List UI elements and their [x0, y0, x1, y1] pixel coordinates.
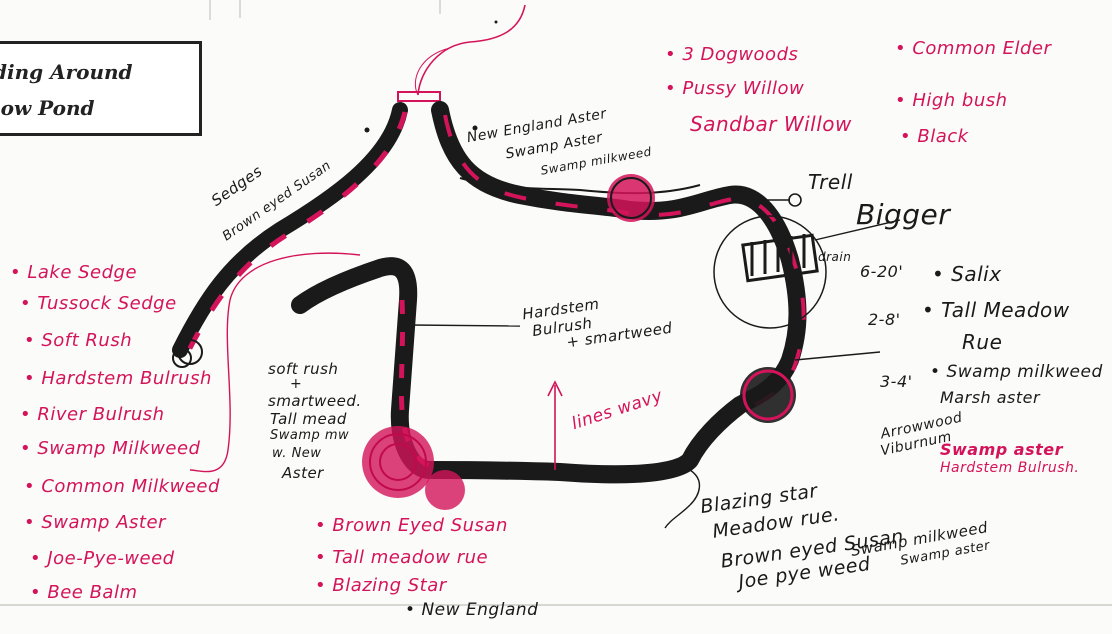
- list-item: • Tall meadow rue: [315, 547, 488, 568]
- list-item: • Hardstem Bulrush: [24, 368, 212, 389]
- list-item: • Black: [900, 126, 969, 147]
- label-bigger: Bigger: [856, 198, 950, 231]
- label-marsh: Marsh aster: [940, 388, 1040, 407]
- list-item: • Soft Rush: [24, 330, 132, 351]
- title-box: ding Around low Pond: [0, 41, 202, 136]
- list-item: • Bee Balm: [30, 582, 137, 603]
- title-line-1: ding Around: [0, 60, 199, 84]
- label-swamp-aster-red: Swamp aster: [940, 440, 1063, 459]
- label-drain: drain: [818, 250, 851, 264]
- title-line-2: low Pond: [0, 96, 199, 120]
- list-item: • 3 Dogwoods: [665, 44, 798, 65]
- list-item: • High bush: [895, 90, 1008, 111]
- list-item: • Common Elder: [895, 38, 1051, 59]
- list-item: • River Bulrush: [20, 404, 165, 425]
- label-swamp-mw: Swamp mw: [270, 428, 349, 443]
- label-height-2: 2-8': [868, 310, 901, 329]
- label-smartweed: smartweed.: [268, 392, 362, 410]
- label-w-new: w. New: [272, 446, 321, 461]
- label-swamp-milkweed-2: • Swamp milkweed: [930, 362, 1103, 382]
- list-item: • Pussy Willow: [665, 78, 804, 99]
- label-height-1: 6-20': [860, 262, 903, 281]
- label-soft-rush: soft rush: [268, 360, 338, 378]
- list-item: • Joe-Pye-weed: [30, 548, 175, 569]
- label-rue: Rue: [962, 330, 1002, 354]
- list-item: • Swamp Aster: [24, 512, 166, 533]
- label-tall-mead: Tall mead: [270, 410, 347, 428]
- label-plus: +: [290, 376, 302, 392]
- label-hardstem-red: Hardstem Bulrush.: [940, 460, 1079, 476]
- list-item: • Lake Sedge: [10, 262, 137, 283]
- list-item: • Brown Eyed Susan: [315, 515, 508, 536]
- list-item: • Tussock Sedge: [20, 293, 177, 314]
- label-tall-meadow: • Tall Meadow: [922, 298, 1070, 322]
- list-item: • Common Milkweed: [24, 476, 220, 497]
- list-item: • Swamp Milkweed: [20, 438, 200, 459]
- list-item: • Blazing Star: [315, 575, 447, 596]
- list-item: • New England: [405, 600, 538, 620]
- label-height-3: 3-4': [880, 372, 913, 391]
- label-salix: • Salix: [932, 262, 1002, 286]
- label-trell: Trell: [808, 170, 853, 194]
- label-aster: Aster: [282, 464, 324, 482]
- list-item: Sandbar Willow: [690, 112, 852, 136]
